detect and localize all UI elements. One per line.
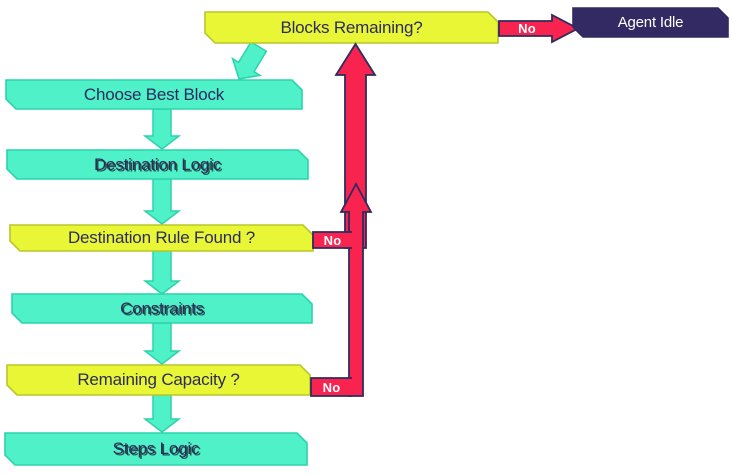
node-constraints-label: Constraints	[120, 298, 204, 318]
arrow-capacity-no-return	[339, 182, 373, 397]
node-shape-choose-best-block	[5, 79, 303, 110]
node-blocks-remaining: Blocks Remaining?	[205, 12, 498, 43]
arrow-destination-to-rule	[142, 178, 182, 225]
node-shape-constraints	[11, 293, 313, 324]
edge-label-no-idle: No	[518, 20, 536, 36]
arrow-constraints-to-capacity	[142, 322, 182, 365]
node-steps-logic-label: Steps Logic	[112, 439, 200, 458]
node-agent-idle-label: Agent Idle	[617, 14, 684, 31]
node-shape-blocks-remaining	[204, 11, 499, 44]
arrow-choose-to-destination	[142, 108, 182, 150]
node-remaining-capacity: Remaining Capacity ?	[7, 365, 310, 395]
arrow-rule-no-return	[334, 42, 377, 249]
connector-rule-no-outline	[312, 231, 352, 249]
node-shape-steps-logic	[4, 432, 308, 466]
node-constraints: Constraints	[12, 294, 312, 323]
node-shape-remaining-capacity	[6, 364, 311, 396]
node-destination-rule-found: Destination Rule Found ?	[10, 225, 313, 251]
edge-label-no-rule: No	[323, 232, 342, 248]
connector-capacity-no	[311, 378, 352, 396]
connector-capacity-no-outline	[310, 377, 352, 397]
node-steps-logic: Steps Logic	[5, 433, 307, 465]
node-destination-logic: Destination Logic	[7, 150, 308, 179]
node-choose-best-block-label: Choose Best Block	[83, 84, 225, 104]
arrow-blocks-to-choose	[231, 40, 268, 80]
node-blocks-remaining-label: Blocks Remaining?	[280, 17, 423, 37]
node-shape-destination-rule-found	[9, 224, 314, 252]
arrow-rule-to-constraints	[142, 250, 182, 295]
node-agent-idle: Agent Idle	[573, 8, 728, 37]
node-choose-best-block: Choose Best Block	[6, 80, 302, 109]
node-destination-rule-found-label: Destination Rule Found ?	[67, 228, 256, 247]
node-remaining-capacity-label: Remaining Capacity ?	[77, 370, 240, 389]
arrow-capacity-to-steps	[142, 394, 182, 433]
node-destination-logic-label: Destination Logic	[93, 154, 221, 174]
node-shape-destination-logic	[6, 149, 309, 180]
edge-label-no-capacity: No	[322, 379, 341, 395]
arrow-blocks-no-to-idle	[498, 13, 580, 44]
node-shape-agent-idle	[572, 7, 729, 38]
connector-rule-no	[313, 232, 352, 248]
